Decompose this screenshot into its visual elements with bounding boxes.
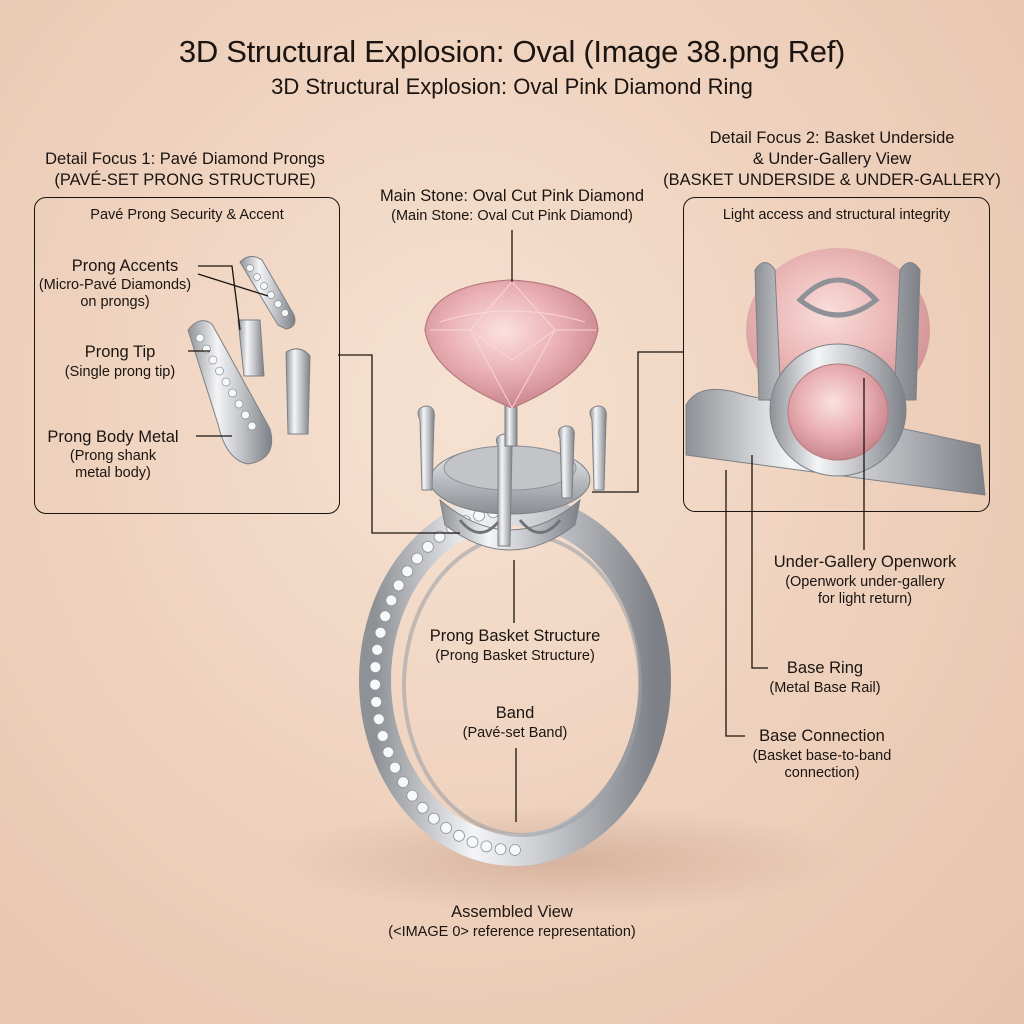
pave-diamond bbox=[370, 662, 381, 673]
pave-diamond bbox=[380, 611, 391, 622]
detail2-underside-view bbox=[686, 248, 985, 495]
pave-diamond bbox=[282, 310, 289, 317]
pave-diamond bbox=[428, 813, 439, 824]
pave-diamond bbox=[417, 802, 428, 813]
pave-diamond bbox=[372, 644, 383, 655]
pave-diamond bbox=[209, 356, 217, 364]
pave-diamond bbox=[261, 283, 268, 290]
band-pave-diamonds bbox=[370, 507, 521, 856]
pave-diamond bbox=[386, 595, 397, 606]
pave-diamond bbox=[375, 627, 386, 638]
pave-diamond bbox=[495, 844, 506, 855]
pave-diamond bbox=[481, 841, 492, 852]
pave-diamond bbox=[229, 389, 237, 397]
pave-diamond bbox=[510, 845, 521, 856]
leader-base-connection bbox=[726, 470, 745, 736]
main-stone-diamond bbox=[425, 280, 598, 408]
pave-diamond bbox=[393, 580, 404, 591]
pave-diamond bbox=[248, 422, 256, 430]
pave-diamond bbox=[216, 367, 224, 375]
pave-diamond bbox=[402, 566, 413, 577]
pave-diamond bbox=[441, 823, 452, 834]
pave-diamond bbox=[467, 837, 478, 848]
pave-diamond bbox=[407, 790, 418, 801]
ring-band-inner bbox=[404, 535, 640, 835]
prong-accent-small bbox=[238, 320, 264, 376]
pave-diamond bbox=[398, 777, 409, 788]
pave-diamond bbox=[373, 714, 384, 725]
detail1-prong-parts bbox=[188, 256, 310, 464]
pave-diamond bbox=[203, 345, 211, 353]
ring-shadow bbox=[270, 805, 850, 915]
pave-diamond bbox=[247, 265, 254, 272]
pave-diamond bbox=[254, 274, 261, 281]
pave-diamond bbox=[275, 301, 282, 308]
pave-diamond bbox=[377, 731, 388, 742]
pave-diamond bbox=[422, 541, 433, 552]
pave-diamond bbox=[454, 830, 465, 841]
pave-diamond bbox=[390, 762, 401, 773]
pave-diamond bbox=[222, 378, 230, 386]
pave-diamond bbox=[196, 334, 204, 342]
pave-diamond bbox=[412, 553, 423, 564]
pave-diamond bbox=[370, 679, 381, 690]
pave-diamond bbox=[383, 747, 394, 758]
pave-diamond bbox=[371, 697, 382, 708]
leader-base-ring bbox=[752, 455, 768, 668]
pave-diamond bbox=[242, 411, 250, 419]
underside-stone bbox=[788, 364, 888, 460]
pave-diamond bbox=[235, 400, 243, 408]
prong-tip-part bbox=[286, 349, 310, 434]
pave-diamond bbox=[268, 292, 275, 299]
